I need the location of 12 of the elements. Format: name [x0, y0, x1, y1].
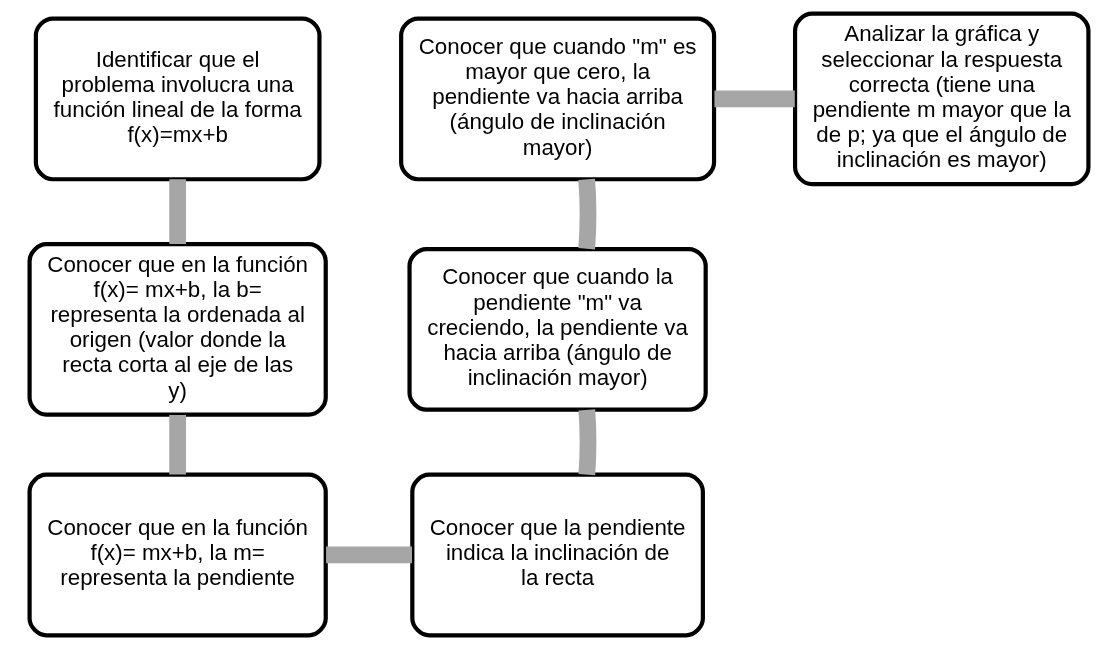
connector	[169, 179, 187, 245]
node-box: Analizar la gráfica y seleccionar la respuesta correcta (tiene una pendiente m mayor que la de p; ya que el ángulo de inclinación es mayor)	[792, 11, 1091, 187]
node-box: Conocer que cuando "m" es mayor que cero, la pendiente va hacia arriba (ángulo de inclinación mayor)	[399, 16, 717, 182]
node-box: Identificar que el problema involucra una función lineal de la forma f(x)=mx+b	[33, 16, 322, 182]
node-box: Conocer que en la función f(x)= mx+b, la m= representa la pendiente	[27, 472, 328, 638]
node-box: Conocer que en la función f(x)= mx+b, la b= representa la ordenada al origen (valor donde la recta corta al eje de las y)	[27, 242, 328, 417]
connector	[169, 415, 187, 475]
node-box: Conocer que cuando la pendiente "m" va creciendo, la pendiente va hacia arriba (ángulo de inclinación mayor)	[407, 246, 708, 412]
node-box: Conocer que la pendiente indica la inclinación de la recta	[410, 472, 705, 638]
connector	[326, 546, 412, 564]
connector	[714, 90, 795, 108]
connector	[578, 178, 597, 250]
